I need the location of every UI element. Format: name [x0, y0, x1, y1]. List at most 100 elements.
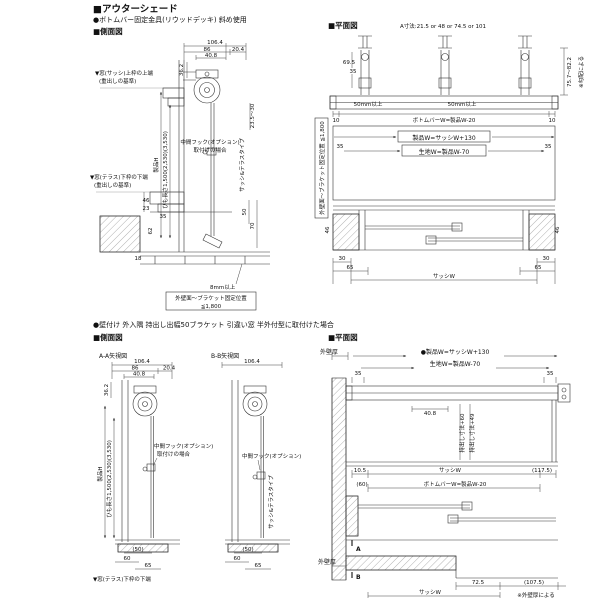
dim-50p-a: (50) [132, 547, 143, 553]
corner-wall-hatch [345, 555, 457, 571]
roller-outer [193, 76, 221, 104]
dim-65-left: 65 [347, 265, 354, 271]
header: ■アウターシェード ●ボトムバー固定金具(リウッドデッキ) 斜め使用 ■側面図 … [93, 3, 486, 36]
dim-46: 46 [143, 198, 150, 204]
dim-40-8-a: 40.8 [133, 372, 146, 378]
note-hook-a-2: 取付けの場合 [157, 450, 191, 458]
sec1-side-view-texts: 106.4 86 20.4 40.8 36.2 ▼窓(サッシ)上枠の上端 (重出… [90, 40, 256, 310]
dim-60-2: (60) [356, 482, 367, 488]
dim-72-5: 72.5 [472, 580, 485, 586]
dim-35-left: 35 [337, 144, 344, 150]
bracket-3 [518, 35, 532, 95]
dim-35-right-2: 35 [547, 371, 554, 377]
dim-36-2: 36.2 [179, 64, 185, 76]
sec1-plan-view-linework [314, 35, 568, 284]
sec1-plan-label: ■平面図 [328, 21, 358, 30]
dim-50p-b: (50) [242, 547, 253, 553]
dim-35: 35 [160, 214, 167, 220]
dim-60-a: 60 [124, 556, 131, 562]
dim-50: 50 [242, 208, 248, 215]
note-fix-position-1: 外壁面〜ブラケット固定位置 [175, 294, 247, 302]
dim-35-right: 35 [545, 144, 552, 150]
dim-10-5: 10.5 [354, 468, 367, 474]
dim-10-right: 10 [549, 118, 556, 124]
dim-20-4: 20.4 [232, 47, 245, 53]
dim-23-5-30: 23.5〜30 [250, 103, 256, 128]
label-fabric-w: 生地W=製品W-70 [419, 148, 470, 156]
label-wall-thickness-bottom: 外壁厚 [318, 558, 336, 566]
dim-sash-w-bottom: サッシW [419, 589, 442, 596]
note-50mm-mid: 50mm以上 [448, 100, 477, 108]
dim-75-7-82-2: 75.7〜82.2 [567, 57, 573, 87]
note-fix-position-2: ≦1,800 [201, 304, 222, 310]
label-bb-view: B-B矢視図 [211, 352, 239, 360]
dim-62: 62 [148, 228, 154, 235]
wall-hatch [331, 377, 347, 581]
dim-46-left: 46 [325, 226, 331, 233]
note-hook-a-1: 中間フック(オプション) [154, 442, 213, 450]
sec1-side-view-linework [96, 43, 270, 311]
dim-40-8-2: 40.8 [424, 411, 437, 417]
sec1-plan-view-texts: 69.5 35 75.7〜82.2 ※勾配による 50mm以上 50mm以上 1… [318, 56, 585, 280]
sec2-side-label: ■側面図 [93, 332, 123, 342]
dim-sash-w: サッシW [433, 273, 456, 280]
note-50mm-left: 50mm以上 [354, 100, 383, 108]
note-slope: ※勾配による [577, 56, 585, 88]
sec2-title: ●壁付け 外入隅 持出し出幅50ブラケット 引違い窓 半外付型に取付けた場合 [93, 320, 334, 329]
note-hook-b: 中間フック(オプション) [242, 452, 301, 460]
dim-60-b: 60 [234, 556, 241, 562]
wall-lines [178, 60, 185, 252]
label-fix-position: 外壁面〜ブラケット固定位置 ≦1,800 [318, 121, 326, 215]
section-mark-a: A [356, 546, 361, 553]
label-bottombar-w-2: ボトムバーW=製品W-20 [424, 480, 487, 488]
dim-86-a: 86 [132, 366, 139, 372]
dim-70: 70 [250, 222, 256, 229]
label-sash-terrace-type: サッシ&テラスタイプ [238, 138, 246, 192]
page-subtitle: ●ボトムバー固定金具(リウッドデッキ) 斜め使用 [93, 15, 247, 24]
dim-20-4-a: 20.4 [163, 366, 176, 372]
label-sash-terrace-type-b: サッシ&テラスタイプ [267, 475, 275, 529]
sec2-side-views-linework [103, 362, 290, 570]
note-8mm: 8mm以上 [210, 283, 236, 291]
bracket-1 [358, 35, 372, 95]
dim-product-h-b: 製品H [96, 466, 104, 481]
dim-30-left: 30 [339, 256, 346, 262]
dim-69-5: 69.5 [343, 60, 356, 66]
bracket-2 [438, 35, 452, 95]
dim-36-2-a: 36.2 [104, 384, 110, 396]
sec2-plan-label: ■平面図 [328, 333, 358, 342]
label-product-w-2: ●製品W=サッシW+130 [421, 348, 490, 356]
label-product-w: 製品W=サッシW+130 [412, 134, 476, 142]
dim-35-left-2: 35 [355, 371, 362, 377]
section-mark-b: B [356, 574, 361, 581]
dim-18: 18 [135, 256, 142, 262]
dim-35-top: 35 [350, 69, 357, 75]
sec2-header: ●壁付け 外入隅 持出し出幅50ブラケット 引違い窓 半外付型に取付けた場合 ■… [93, 320, 358, 342]
note-window-bottom-b: ▼窓(テラス)下枠の下端 [93, 575, 151, 583]
fabric-area [332, 125, 556, 201]
dim-10-left: 10 [333, 118, 340, 124]
note-window-bottom-2: (重出しの基準) [94, 181, 131, 189]
sec2-plan-view-texts: 外壁厚 ●製品W=サッシW+130 生地W=製品W-70 35 35 40.8 … [318, 348, 555, 599]
fabric-lines [210, 103, 215, 236]
dim-107-5: (107.5) [524, 580, 544, 586]
dim-65-b: 65 [255, 563, 262, 569]
a-dimension-note: A寸法:21.5 or 48 or 74.5 or 101 [400, 22, 486, 30]
dim-40-8: 40.8 [205, 53, 218, 59]
dim-offset-49: 持出し寸法+49 [468, 413, 476, 453]
dim-86: 86 [204, 47, 211, 53]
dim-46-right: 46 [555, 226, 561, 233]
sec1-side-label: ■側面図 [93, 26, 123, 36]
dim-offset-60: 持出し寸法+60 [458, 413, 466, 453]
dim-117-5: (117.5) [532, 468, 552, 474]
label-fabric-w-2: 生地W=製品W-70 [430, 360, 481, 368]
label-aa-view: A-A矢視図 [99, 352, 127, 360]
note-wall-thickness: ※外壁厚による [517, 591, 554, 599]
dim-cord-length-b: ひも長さ1,500(2,530)(3,530) [106, 440, 113, 518]
dim-106-4: 106.4 [207, 40, 223, 46]
dim-106-4-a: 106.4 [134, 359, 150, 365]
dim-30-right: 30 [543, 256, 550, 262]
sec2-plan-view-linework [331, 352, 571, 598]
